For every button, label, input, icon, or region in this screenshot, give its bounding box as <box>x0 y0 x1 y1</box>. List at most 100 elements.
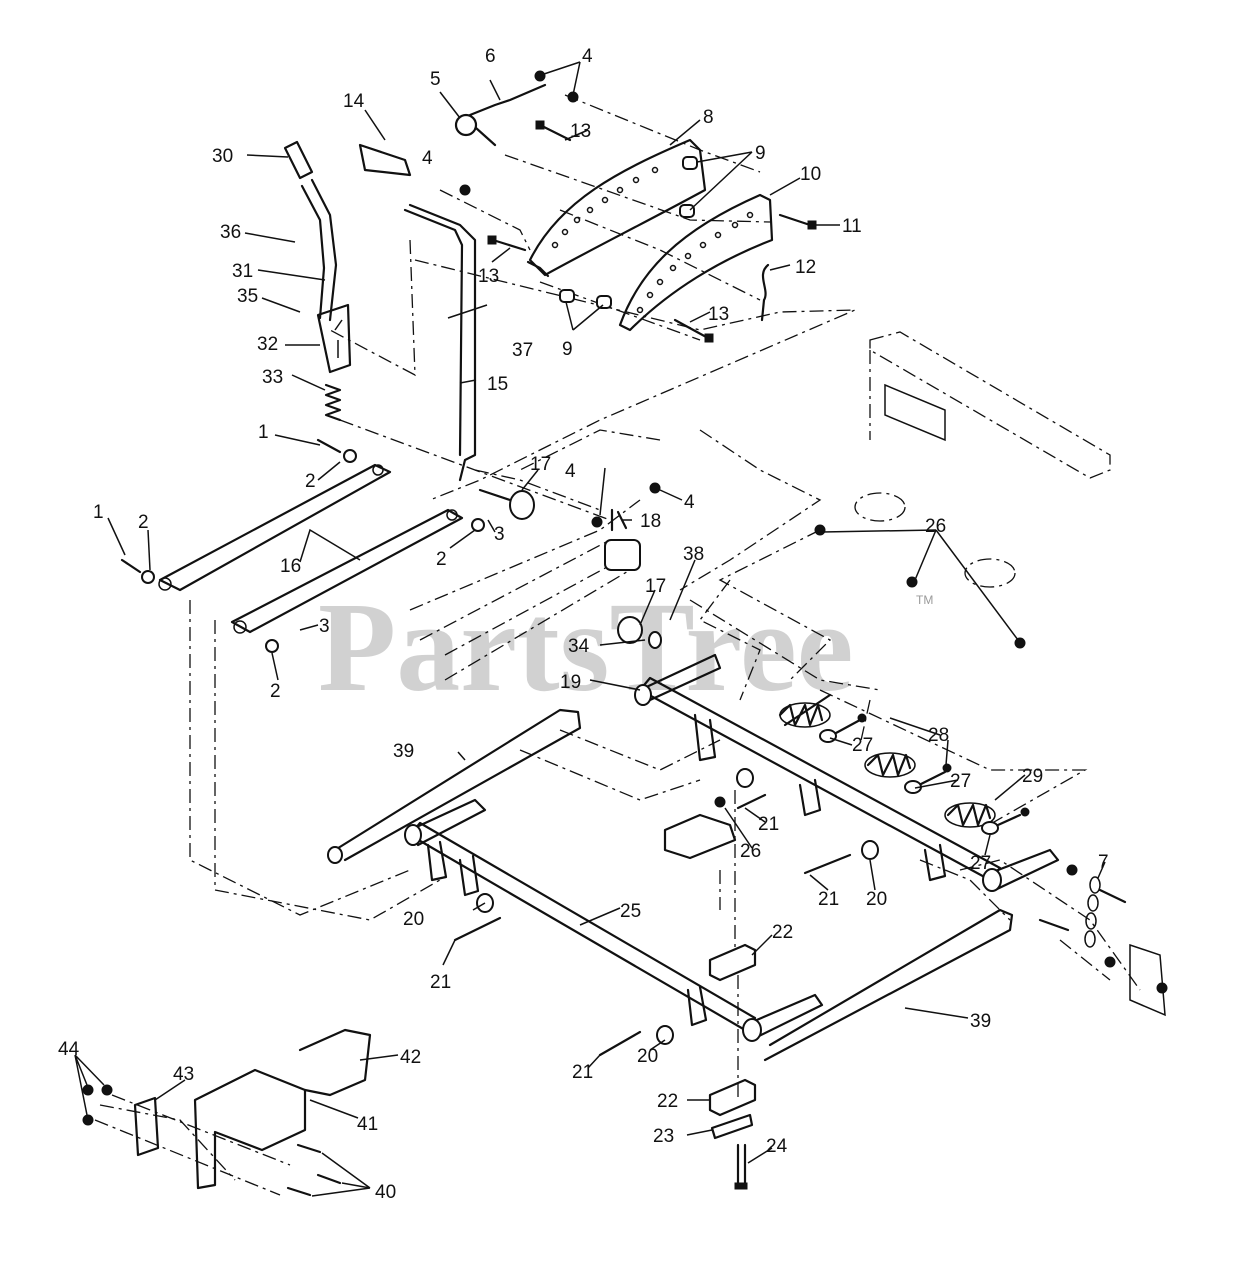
bracket-mid <box>663 813 737 860</box>
callout-2: 2 <box>305 471 316 492</box>
callout-27: 27 <box>970 853 991 874</box>
callout-7: 7 <box>1098 852 1109 873</box>
callout-22: 22 <box>657 1091 678 1112</box>
nuts-44 <box>82 1084 113 1126</box>
hairpin-clip-12 <box>760 263 770 322</box>
link-rods-16 <box>158 463 464 634</box>
callout-13: 13 <box>708 304 729 325</box>
callout-1: 1 <box>258 422 269 443</box>
partstree-watermark: PartsTree <box>318 576 853 718</box>
assembly-guide-lines <box>94 94 1141 1196</box>
bolts-top <box>487 120 817 343</box>
callout-1: 1 <box>93 502 104 523</box>
callout-2: 2 <box>436 549 447 570</box>
callout-9: 9 <box>562 339 573 360</box>
callout-26: 26 <box>740 841 761 862</box>
callout-17: 17 <box>530 454 551 475</box>
callout-4: 4 <box>582 46 593 67</box>
callout-15: 15 <box>487 374 508 395</box>
callout-23: 23 <box>653 1126 674 1147</box>
washers-20 <box>476 768 879 1045</box>
bolts-40 <box>286 1143 342 1197</box>
hanger-rod-39-upper <box>327 708 582 864</box>
callout-25: 25 <box>620 901 641 922</box>
spacer-bushings-9 <box>559 156 698 309</box>
front-bracket-41 <box>193 1068 307 1190</box>
callout-4: 4 <box>684 492 695 513</box>
handle-grip-30 <box>283 140 338 322</box>
callout-36: 36 <box>220 222 241 243</box>
callout-5: 5 <box>430 69 441 90</box>
watermark-trademark: TM <box>916 593 933 607</box>
bolt-24 <box>734 1143 748 1190</box>
callout-18: 18 <box>640 511 661 532</box>
callout-21: 21 <box>430 972 451 993</box>
callout-35: 35 <box>237 286 258 307</box>
callout-41: 41 <box>357 1114 378 1135</box>
lock-pin-5-6 <box>454 83 547 147</box>
callout-31: 31 <box>232 261 253 282</box>
callout-12: 12 <box>795 257 816 278</box>
callout-2: 2 <box>138 512 149 533</box>
callout-6: 6 <box>485 46 496 67</box>
plate-43 <box>133 1096 160 1157</box>
cotter-pins-21 <box>453 793 852 1057</box>
callout-29: 29 <box>1022 766 1043 787</box>
callout-17: 17 <box>645 576 666 597</box>
callout-4: 4 <box>565 461 576 482</box>
callout-20: 20 <box>637 1046 658 1067</box>
chassis-frame <box>854 331 1111 588</box>
chain-7 <box>1038 864 1168 1017</box>
callout-21: 21 <box>758 814 779 835</box>
front-shaft-25 <box>404 798 824 1042</box>
callout-3: 3 <box>319 616 330 637</box>
callout-20: 20 <box>403 909 424 930</box>
leader-lines <box>74 61 1106 1197</box>
callout-13: 13 <box>478 266 499 287</box>
callout-13: 13 <box>570 121 591 142</box>
lever-plate-32 <box>316 303 352 374</box>
callout-44: 44 <box>58 1039 80 1060</box>
callout-19: 19 <box>560 672 581 693</box>
callout-10: 10 <box>800 164 821 185</box>
callout-16: 16 <box>280 556 301 577</box>
bracket-22-upper <box>708 943 757 982</box>
callout-2: 2 <box>270 681 281 702</box>
callout-24: 24 <box>766 1136 788 1157</box>
callout-8: 8 <box>703 107 714 128</box>
hanger-rod-39-lower <box>763 908 1014 1062</box>
callout-39: 39 <box>970 1011 991 1032</box>
hex-nuts-4-top <box>459 70 579 196</box>
callout-21: 21 <box>818 889 839 910</box>
eyebolts-27 <box>819 713 1030 835</box>
callout-30: 30 <box>212 146 233 167</box>
rockshaft-19 <box>634 653 1060 892</box>
plate-23 <box>710 1113 754 1140</box>
bushings-17 <box>478 488 662 649</box>
callout-11: 11 <box>842 216 862 237</box>
callout-40: 40 <box>375 1182 396 1203</box>
callout-26: 26 <box>925 516 946 537</box>
callout-28: 28 <box>928 725 949 746</box>
springs-29 <box>778 693 996 828</box>
height-adjust-plate-8 <box>526 138 707 278</box>
callout-42: 42 <box>400 1047 421 1068</box>
callout-39: 39 <box>393 741 414 762</box>
callout-33: 33 <box>262 367 283 388</box>
callout-27: 27 <box>852 735 873 756</box>
callout-43: 43 <box>173 1064 194 1085</box>
callout-32: 32 <box>257 334 278 355</box>
callout-14: 14 <box>343 91 365 112</box>
nuts-26 <box>714 524 1026 808</box>
callout-4: 4 <box>422 148 433 169</box>
callout-37: 37 <box>512 340 533 361</box>
callout-27: 27 <box>950 771 971 792</box>
callout-9: 9 <box>755 143 766 164</box>
bracket-22-lower <box>708 1078 757 1117</box>
spring-33 <box>324 383 342 422</box>
bumper-42 <box>298 1028 372 1097</box>
callout-labels: 6 5 4 13 8 9 10 11 12 13 13 9 14 30 4 36… <box>58 46 1109 1203</box>
callout-20: 20 <box>866 889 887 910</box>
lift-lever-frame-15 <box>358 143 477 482</box>
